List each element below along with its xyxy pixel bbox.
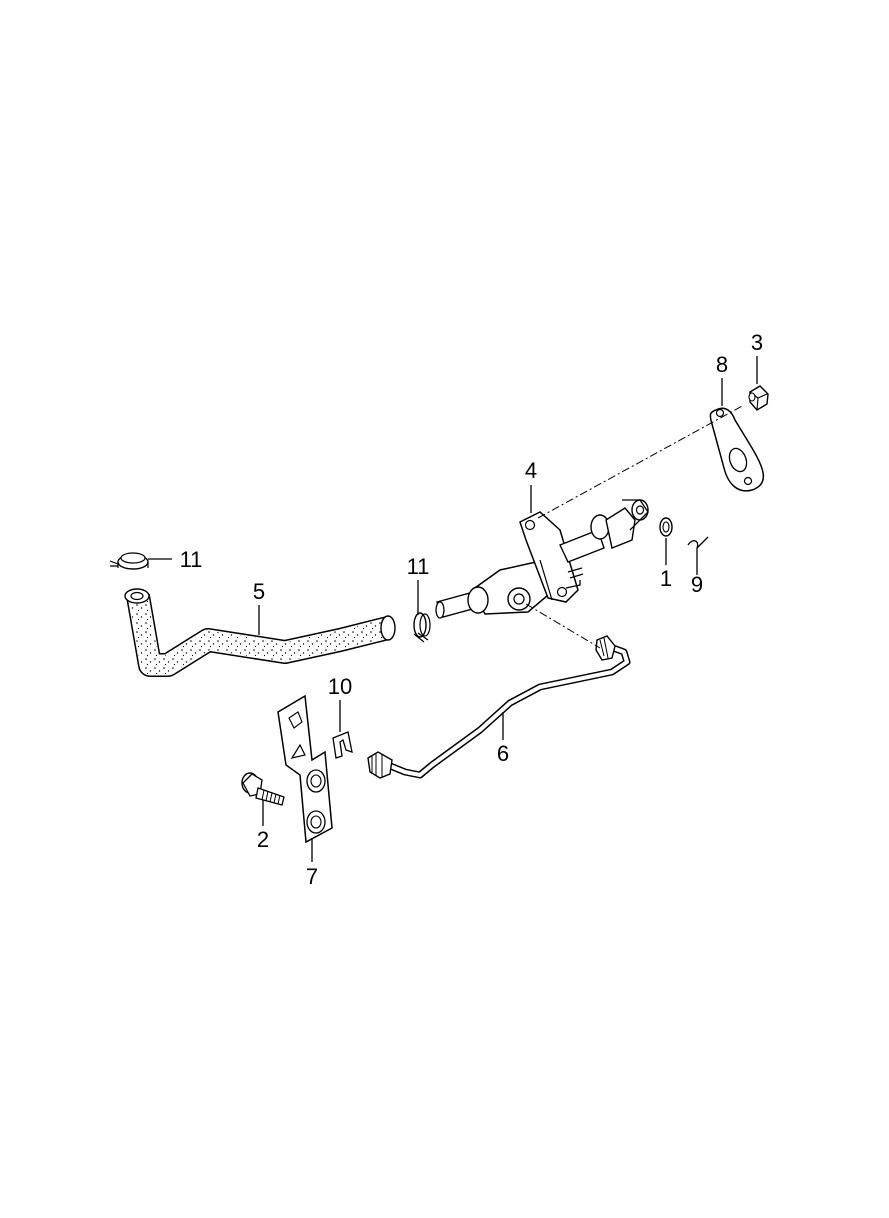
clutch-hose-part bbox=[124, 588, 396, 677]
callout-11-left: 11 bbox=[180, 547, 203, 572]
pin-part bbox=[687, 536, 709, 549]
callout-labels: 3 8 4 1 9 11 11 5 10 6 2 7 bbox=[180, 330, 764, 889]
callout-11-center: 11 bbox=[407, 554, 430, 579]
clutch-pipe-part bbox=[367, 635, 631, 779]
washer-part bbox=[659, 517, 673, 537]
callout-1: 1 bbox=[660, 566, 672, 591]
nut-part bbox=[748, 385, 769, 411]
callout-7: 7 bbox=[306, 864, 318, 889]
callout-5: 5 bbox=[253, 579, 265, 604]
bolt-part bbox=[241, 772, 285, 806]
leader-lines bbox=[148, 356, 758, 862]
bracket-part bbox=[277, 694, 333, 844]
callout-10: 10 bbox=[328, 674, 352, 699]
callout-6: 6 bbox=[497, 741, 509, 766]
hose-clamp-part-left bbox=[109, 552, 149, 570]
callout-4: 4 bbox=[525, 458, 537, 483]
callout-3: 3 bbox=[751, 330, 763, 355]
callout-9: 9 bbox=[691, 572, 703, 597]
callout-2: 2 bbox=[257, 827, 269, 852]
clutch-master-cylinder-part bbox=[435, 499, 649, 619]
hose-clamp-part-center bbox=[413, 612, 431, 643]
clip-part bbox=[332, 731, 353, 759]
callout-8: 8 bbox=[716, 352, 728, 377]
assembly-lines bbox=[525, 404, 745, 649]
gasket-part bbox=[709, 407, 764, 492]
